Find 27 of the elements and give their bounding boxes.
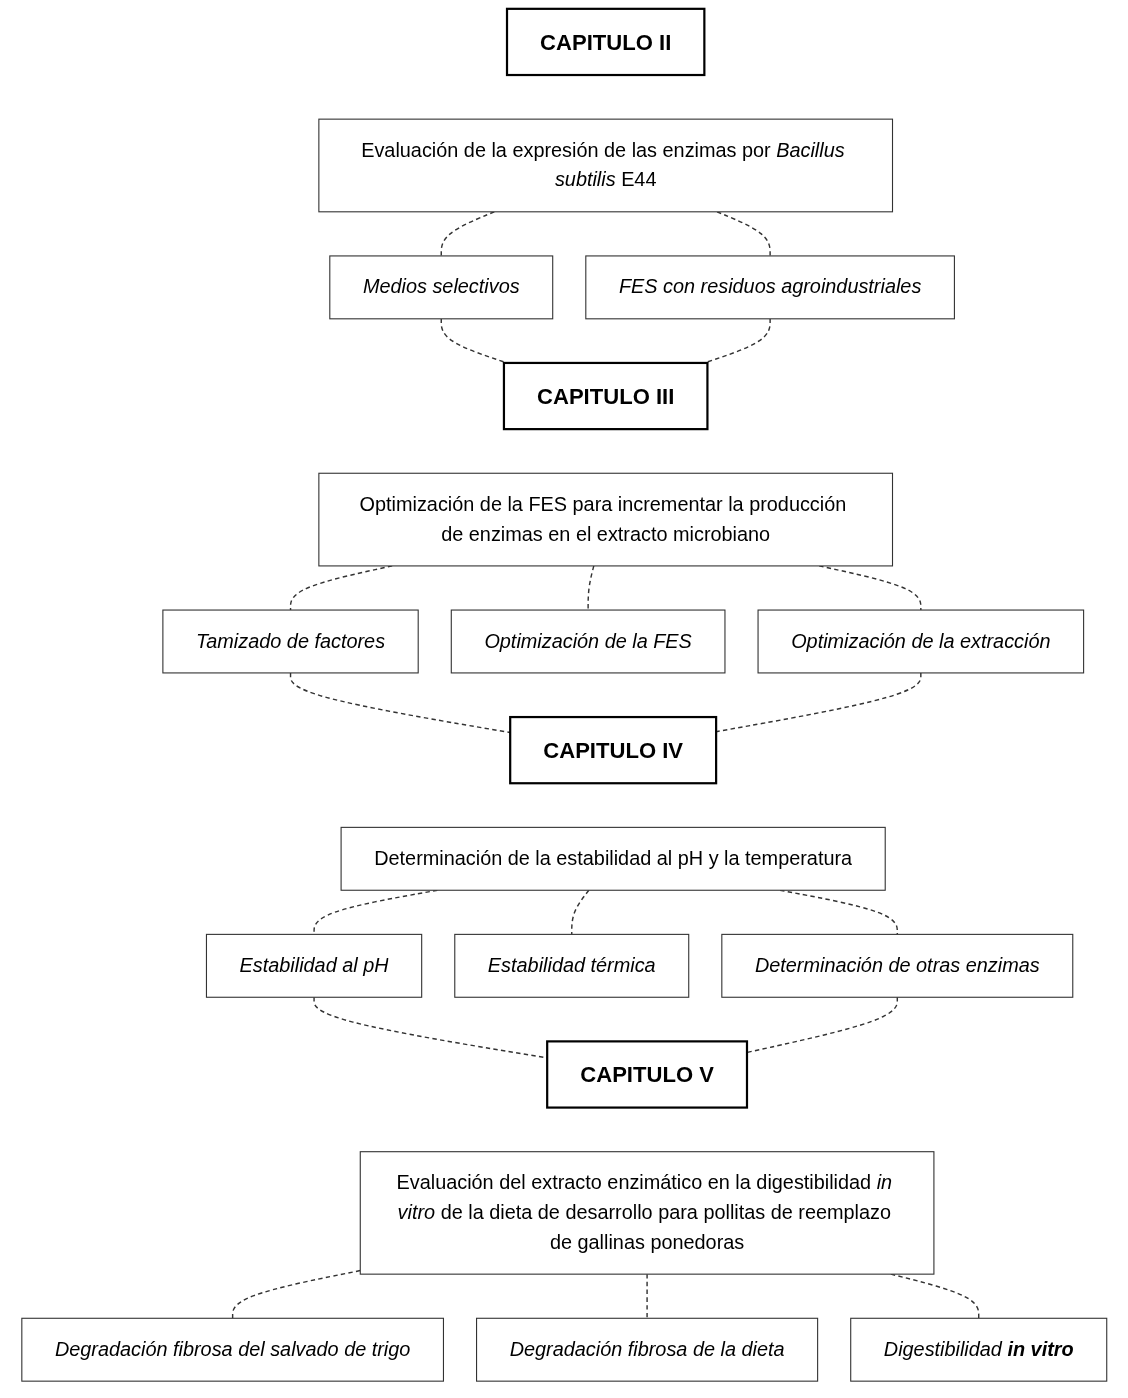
node-box: Degradación fibrosa del salvado de trigo	[21, 1317, 444, 1382]
node-box: FES con residuos agroindustriales	[584, 255, 955, 320]
node-box: Degradación fibrosa de la dieta	[475, 1317, 818, 1382]
node-box: Optimización de la extracción	[757, 609, 1084, 674]
connector	[716, 211, 771, 257]
node-box: CAPITULO IV	[508, 715, 717, 785]
connector	[715, 672, 922, 733]
connector	[231, 1269, 361, 1319]
node-box: Optimización de la FES	[450, 609, 726, 674]
node-box: Evaluación del extracto enzimático en la digestibilidad in vitro de la dieta de desarrollo para pollitas de reemplazo de gallinas ponedoras	[359, 1151, 935, 1275]
node-box: Evaluación de la expresión de las enzimas por Bacillus subtilis E44	[318, 118, 893, 213]
node-box: Digestibilidad in vitro	[849, 1317, 1107, 1382]
connector	[746, 996, 898, 1054]
node-box: CAPITULO II	[505, 7, 706, 77]
node-box: CAPITULO III	[502, 361, 709, 431]
node-box: Optimización de la FES para incrementar la producción de enzimas en el extracto microbiano	[318, 472, 893, 567]
node-box: Estabilidad al pH	[205, 933, 422, 998]
node-box: Estabilidad térmica	[453, 933, 689, 998]
connector	[646, 1273, 648, 1319]
node-box: CAPITULO V	[545, 1040, 748, 1109]
node-box: Determinación de la estabilidad al pH y la temperatura	[340, 826, 886, 891]
node-box: Medios selectivos	[328, 255, 553, 320]
connector	[570, 889, 590, 936]
connector	[587, 565, 595, 611]
node-box: Determinación de otras enzimas	[721, 933, 1074, 998]
node-box: Tamizado de factores	[162, 609, 419, 674]
connector	[440, 211, 495, 257]
